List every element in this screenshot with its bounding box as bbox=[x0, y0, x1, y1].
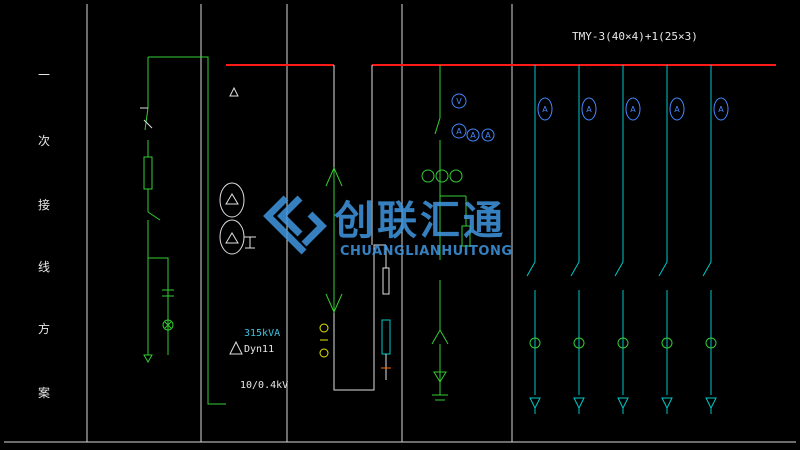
feeder-2 bbox=[570, 65, 585, 414]
feeder-5 bbox=[702, 65, 717, 414]
feeder-5-meter-label: A bbox=[718, 105, 724, 114]
lv-meters-yellow bbox=[319, 323, 329, 358]
feeder-ammeters bbox=[537, 97, 729, 121]
main-ammeter-label-1: A bbox=[456, 127, 462, 136]
voltmeter-label: V bbox=[456, 97, 462, 106]
side-title-char-2: 次 bbox=[37, 134, 50, 148]
side-title-char-6: 案 bbox=[37, 386, 50, 400]
incoming-hv-column bbox=[143, 56, 226, 405]
transformer-capacity: 315kVA bbox=[244, 328, 281, 339]
side-title-char-1: 一 bbox=[37, 68, 50, 82]
watermark-logo-icon bbox=[263, 195, 327, 255]
lv-main-connection bbox=[333, 65, 386, 391]
transformer-vector-group: Dyn11 bbox=[244, 344, 275, 355]
main-ammeter-label-2: A bbox=[470, 131, 476, 140]
busbar-spec-label: TMY-3(40×4)+1(25×3) bbox=[572, 30, 698, 43]
capacitor-bank-arrows bbox=[325, 166, 343, 314]
side-title-char-5: 方 bbox=[37, 322, 50, 336]
metering-meters bbox=[451, 93, 495, 142]
delta-symbol-top bbox=[229, 86, 239, 97]
feeder-1 bbox=[526, 65, 541, 414]
metering-column bbox=[421, 65, 471, 401]
feeder-meter-labels: A A A A A V A A A bbox=[456, 97, 724, 140]
feeder-3 bbox=[614, 65, 629, 414]
lv-main-breaker bbox=[381, 245, 391, 380]
frame-grid bbox=[4, 4, 796, 443]
side-title-char-4: 线 bbox=[37, 260, 50, 274]
feeder-2-meter-label: A bbox=[586, 105, 592, 114]
feeder-3-meter-label: A bbox=[630, 105, 636, 114]
side-title-char-3: 接 bbox=[37, 198, 50, 212]
transformer-symbol bbox=[219, 182, 256, 255]
feeder-4 bbox=[658, 65, 673, 414]
main-ammeter-label-3: A bbox=[485, 131, 491, 140]
feeders bbox=[526, 65, 717, 414]
feeder-1-meter-label: A bbox=[542, 105, 548, 114]
delta-symbol-bottom bbox=[229, 340, 243, 355]
feeder-4-meter-label: A bbox=[674, 105, 680, 114]
transformer-voltage: 10/0.4kV bbox=[240, 380, 289, 391]
hv-switch-marks bbox=[140, 107, 153, 129]
